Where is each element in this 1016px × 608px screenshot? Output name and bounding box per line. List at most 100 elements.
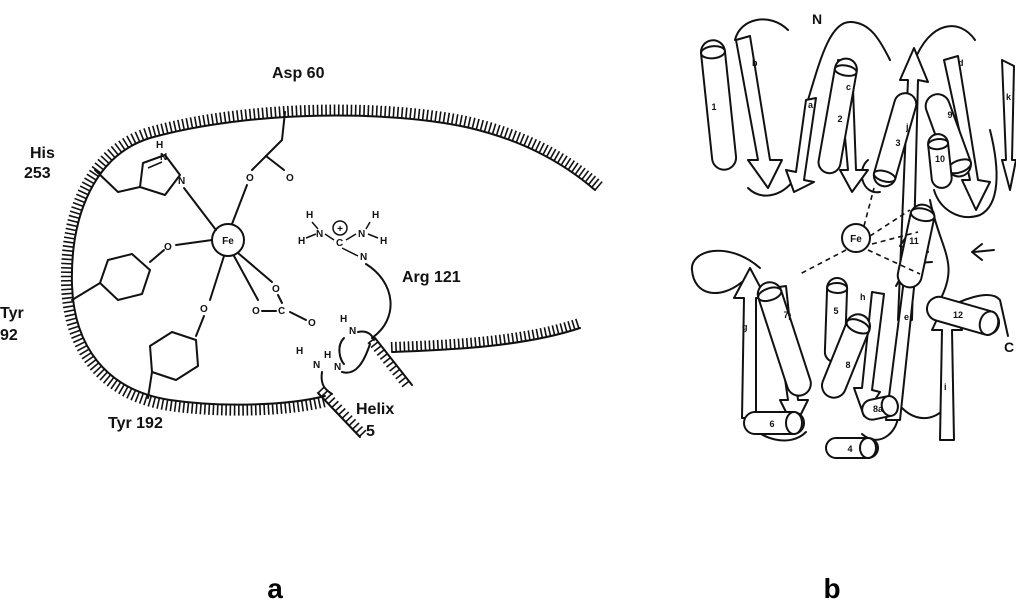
helix-3-label: 3	[895, 138, 900, 148]
his-n2-label: N	[178, 176, 185, 187]
helix-9-label: 9	[947, 110, 952, 120]
carbonate-fe-bond1	[238, 253, 272, 282]
tyr92-co-bond	[150, 250, 164, 262]
helix-n3-label: N	[334, 362, 341, 373]
tyr192-label: Tyr 192	[108, 415, 163, 432]
helix-n2-label: N	[313, 360, 320, 371]
arg-bond-h2	[306, 234, 316, 238]
tyr92-label: Tyr	[0, 305, 24, 322]
arg-h3-label: H	[372, 210, 379, 221]
helix-1	[700, 39, 737, 171]
carbonate-bond-co3	[290, 312, 306, 320]
tyr92-sidechain	[72, 283, 100, 300]
helix-7	[755, 279, 814, 399]
carbonate-c-label: C	[278, 306, 285, 317]
helix-8-label: 8	[845, 360, 850, 370]
strand-i-label: i	[944, 382, 947, 392]
helix-number-label: 5	[366, 423, 375, 440]
his-number-label: 253	[24, 165, 51, 182]
carbonate-bond-co1	[278, 295, 282, 303]
tyr192-ring	[150, 332, 198, 380]
strand-g-label: g	[742, 322, 748, 332]
panel-b-topology: Fe N C 1 2 3 4 5 6 7 8 8a 9 10 11 12 a b…	[692, 11, 1016, 604]
asp60-co-double	[266, 156, 284, 170]
his-n1-label: N	[160, 152, 167, 163]
fe-coord-1	[864, 188, 874, 226]
tyr192-o-label: O	[200, 304, 208, 315]
asp-o2-label: O	[286, 173, 294, 184]
strand-b	[736, 36, 782, 188]
strand-d-label: d	[958, 58, 964, 68]
tyr192-sidechain	[148, 372, 152, 398]
tyr192-fe-bond	[210, 256, 224, 300]
carbonate-o2-label: O	[252, 306, 260, 317]
pocket-lip	[392, 328, 580, 352]
strand-c-label: c	[846, 82, 851, 92]
his-h-label: H	[156, 140, 163, 151]
panel-a-active-site: Fe N H N O O O O O O C	[0, 65, 602, 604]
arg-bond-h1	[312, 222, 318, 229]
helix-1-label: 1	[711, 102, 716, 112]
arg121-label: Arg 121	[402, 269, 461, 286]
helix-4-label: 4	[847, 444, 852, 454]
arg-bond-cn3	[342, 248, 358, 256]
helix5-edge-lower	[318, 393, 360, 437]
arg121-sidechain	[366, 264, 391, 338]
c-terminus-label: C	[1004, 339, 1014, 355]
helix-h2-label: H	[296, 346, 303, 357]
helix-5-label: 5	[833, 306, 838, 316]
asp-o1-label: O	[246, 173, 254, 184]
arg-bond-n1c	[325, 234, 334, 240]
charge-label: +	[337, 224, 343, 235]
helix-n1-label: N	[349, 326, 356, 337]
arg-n3-label: N	[360, 252, 367, 263]
helix-backbone-3	[322, 372, 332, 394]
his-label: His	[30, 145, 55, 162]
fe-label: Fe	[222, 236, 234, 247]
tyr92-number-label: 92	[0, 327, 18, 344]
panel-b-label: b	[823, 573, 840, 604]
helix-8a-label: 8a	[873, 404, 884, 414]
fe-coord-5	[800, 250, 846, 274]
helix-11-label: 11	[909, 236, 919, 246]
loop-top-1	[735, 19, 788, 40]
n-terminus-label: N	[812, 11, 822, 27]
fe-label-b: Fe	[850, 234, 862, 245]
carbonate-o3-label: O	[308, 318, 316, 329]
strand-a	[786, 98, 816, 192]
arg-c-label: C	[336, 238, 343, 249]
arg-bond-h3	[366, 222, 370, 229]
arg-h4-label: H	[380, 236, 387, 247]
arg-n1-label: N	[316, 229, 323, 240]
arg-bond-cn2	[346, 234, 356, 240]
strand-e-label: e	[904, 312, 909, 322]
asp60-co-single	[252, 156, 266, 170]
strand-h-label: h	[860, 292, 866, 302]
pocket-hatching	[61, 105, 602, 416]
strand-b-label: b	[752, 58, 758, 68]
helix-label: Helix	[356, 401, 394, 418]
helix-h1-label: H	[340, 314, 347, 325]
asp60-label: Asp 60	[272, 65, 325, 82]
helix-backbone-2	[339, 338, 344, 364]
helix-2-label: 2	[837, 114, 842, 124]
asp-fe-bond	[232, 185, 247, 224]
strand-k	[1002, 60, 1016, 190]
arg-h2-label: H	[298, 236, 305, 247]
helix-6-label: 6	[769, 419, 774, 429]
arg-bond-h4	[368, 234, 378, 238]
helix-h3-label: H	[324, 350, 331, 361]
tyr92-ring	[100, 254, 150, 300]
arg-n2-label: N	[358, 229, 365, 240]
loop-top-4	[914, 26, 975, 62]
carbonate-fe-bond2	[234, 256, 258, 300]
arg-h1-label: H	[306, 210, 313, 221]
panel-a-label: a	[267, 573, 283, 604]
tyr92-fe-bond	[176, 240, 212, 245]
strand-j-label: j	[905, 122, 909, 132]
carbonate-o1-label: O	[272, 284, 280, 295]
his-fe-bond	[184, 188, 216, 230]
helix-10-label: 10	[935, 154, 945, 164]
tyr192-co-bond	[196, 316, 204, 336]
